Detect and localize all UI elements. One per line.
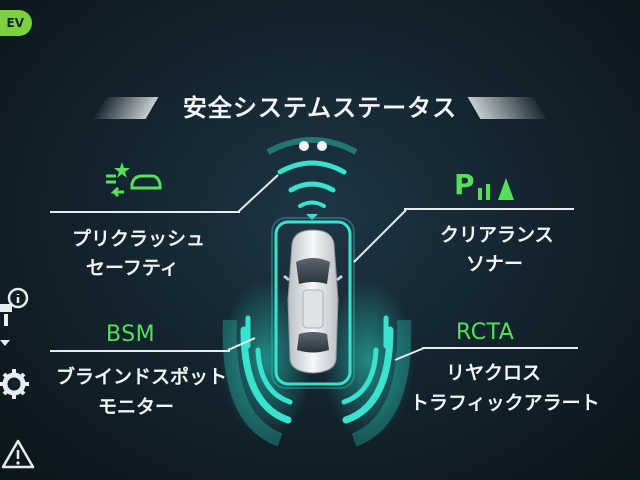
pcs-pointer-line bbox=[237, 174, 279, 213]
sonar-label-line2: ソナー bbox=[466, 253, 524, 275]
rcta-arc-left-outer bbox=[222, 319, 283, 447]
info-settings-icon[interactable] bbox=[0, 284, 34, 354]
rcta-arc-left-inner bbox=[255, 347, 293, 405]
pcs-label-line1: プリクラッシュ bbox=[72, 228, 206, 250]
pre-collision-icon bbox=[106, 162, 162, 198]
page-title: 安全システムステータス bbox=[182, 94, 458, 122]
pcs-underline bbox=[50, 211, 240, 213]
eco-badge-icon: EV bbox=[0, 10, 32, 36]
warning-icon[interactable] bbox=[2, 438, 36, 470]
rcta-code: RCTA bbox=[456, 320, 515, 345]
radar-waves-icon bbox=[266, 137, 358, 220]
rcta-underline bbox=[422, 347, 578, 349]
sonar-bars-icon bbox=[478, 178, 514, 200]
bsm-label-line2: モニター bbox=[98, 396, 175, 418]
rcta-arc-right-outer bbox=[351, 319, 412, 447]
vehicle-icon bbox=[283, 229, 343, 374]
bsm-underline bbox=[50, 350, 230, 352]
eco-badge-label: EV bbox=[6, 16, 24, 30]
parking-sonar-letter: P bbox=[454, 168, 475, 201]
bsm-code: BSM bbox=[106, 322, 156, 347]
bsm-label-line1: ブラインドスポット bbox=[56, 366, 228, 388]
title-bar: 安全システムステータス bbox=[93, 92, 547, 124]
rcta-arc-right-mid bbox=[342, 326, 394, 424]
rcta-arc-left-mid bbox=[240, 326, 292, 424]
parking-sonar-icon: P bbox=[454, 168, 524, 206]
rcta-label-line1: リヤクロス bbox=[446, 362, 542, 384]
rcta-arc-right-inner bbox=[341, 347, 379, 405]
rcta-pointer-line bbox=[394, 347, 425, 361]
bsm-pointer-line bbox=[227, 337, 256, 351]
rcta-label-line2: トラフィックアラート bbox=[410, 392, 600, 414]
sonar-underline bbox=[404, 208, 574, 210]
pcs-label-line2: セーフティ bbox=[86, 257, 179, 279]
vehicle-frame bbox=[274, 220, 352, 386]
sonar-label-line1: クリアランス bbox=[440, 224, 554, 246]
gear-icon[interactable] bbox=[0, 366, 34, 402]
sonar-pointer-line bbox=[353, 209, 407, 263]
